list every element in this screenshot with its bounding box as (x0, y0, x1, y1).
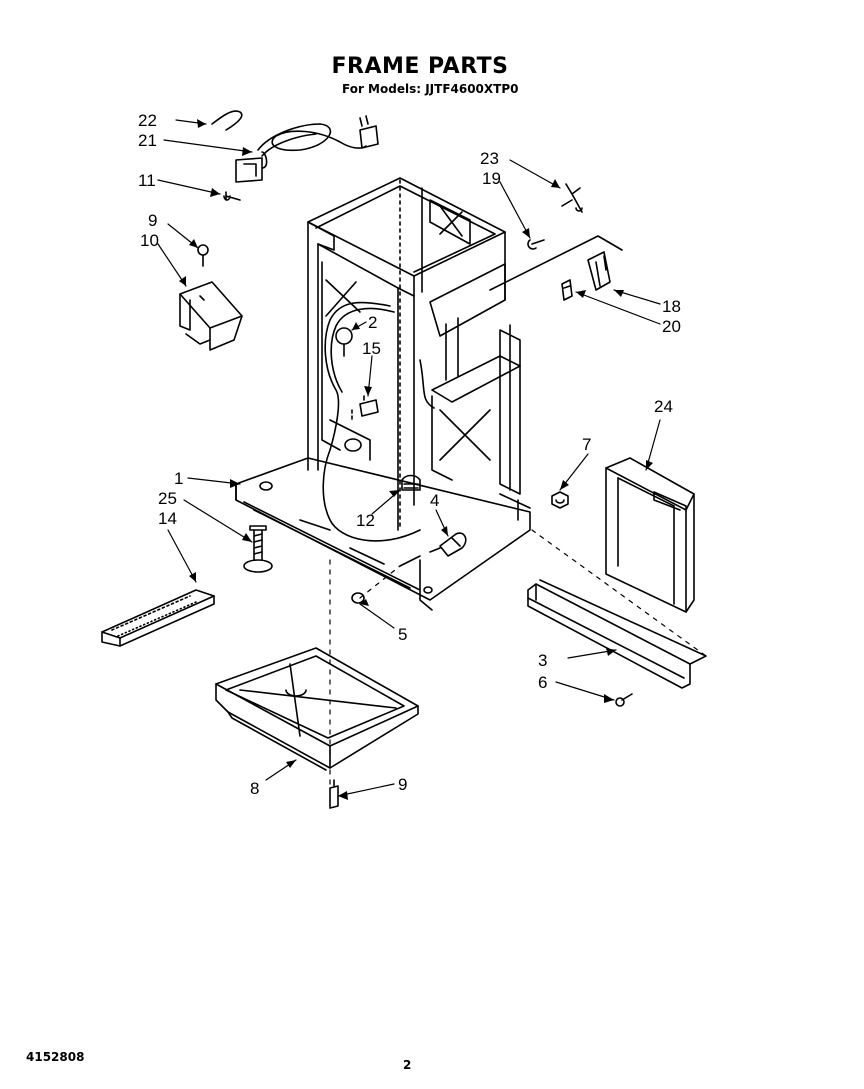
callout-20: 20 (662, 317, 681, 336)
callout-1: 1 (174, 469, 183, 488)
page-number: 2 (403, 1058, 412, 1072)
callout-3: 3 (538, 651, 547, 670)
part-8-base-pan (215, 647, 419, 771)
callout-7: 7 (582, 435, 591, 454)
part-22-clip (211, 110, 243, 131)
callout-12: 12 (356, 511, 375, 530)
callout-6: 6 (538, 673, 547, 692)
part-21-power-cord (235, 115, 379, 183)
callout-2: 2 (368, 313, 377, 332)
callout-14: 14 (158, 509, 177, 528)
part-2-grommet (335, 327, 353, 357)
part-10-bracket (179, 281, 243, 351)
frame-cabinet (235, 177, 531, 611)
part-18-switch (489, 235, 623, 291)
callout-21: 21 (138, 131, 157, 150)
part-5-nut (351, 592, 365, 604)
callout-11: 11 (138, 171, 156, 190)
part-14-strip (101, 589, 215, 647)
callout-8: 8 (250, 779, 259, 798)
part-15-connector (359, 395, 379, 417)
callout-22: 22 (138, 111, 157, 130)
part-24-panel (605, 457, 695, 613)
callout-9-lower: 9 (398, 775, 407, 794)
part-20-bracket (561, 279, 573, 301)
part-23-connector (561, 183, 583, 213)
document-number: 4152808 (26, 1050, 85, 1064)
callout-10: 10 (140, 231, 159, 250)
part-11-screw (223, 191, 241, 201)
part-12-fastener (401, 474, 421, 491)
callout-4: 4 (430, 491, 439, 510)
callout-15: 15 (362, 339, 381, 358)
callout-9-upper: 9 (148, 211, 157, 230)
part-3-rail (527, 579, 707, 689)
part-9-screw-upper (197, 244, 209, 267)
part-6-screw (615, 693, 633, 707)
page-title: FRAME PARTS (331, 54, 509, 79)
callout-labels: 22 21 11 9 10 23 19 18 20 2 15 24 7 1 25… (138, 111, 681, 798)
part-7-nut (551, 491, 569, 509)
part-9-screw-lower (329, 779, 339, 809)
part-25-leg (243, 525, 273, 573)
callout-18: 18 (662, 297, 681, 316)
callout-24: 24 (654, 397, 673, 416)
callout-5: 5 (398, 625, 407, 644)
callout-19: 19 (482, 169, 501, 188)
part-19-screw (527, 239, 545, 250)
callout-25: 25 (158, 489, 177, 508)
part-4-leveling-foot (429, 532, 467, 557)
leader-arrowheads (179, 119, 653, 800)
model-subtitle: For Models: JJTF4600XTP0 (342, 82, 519, 96)
callout-23: 23 (480, 149, 499, 168)
